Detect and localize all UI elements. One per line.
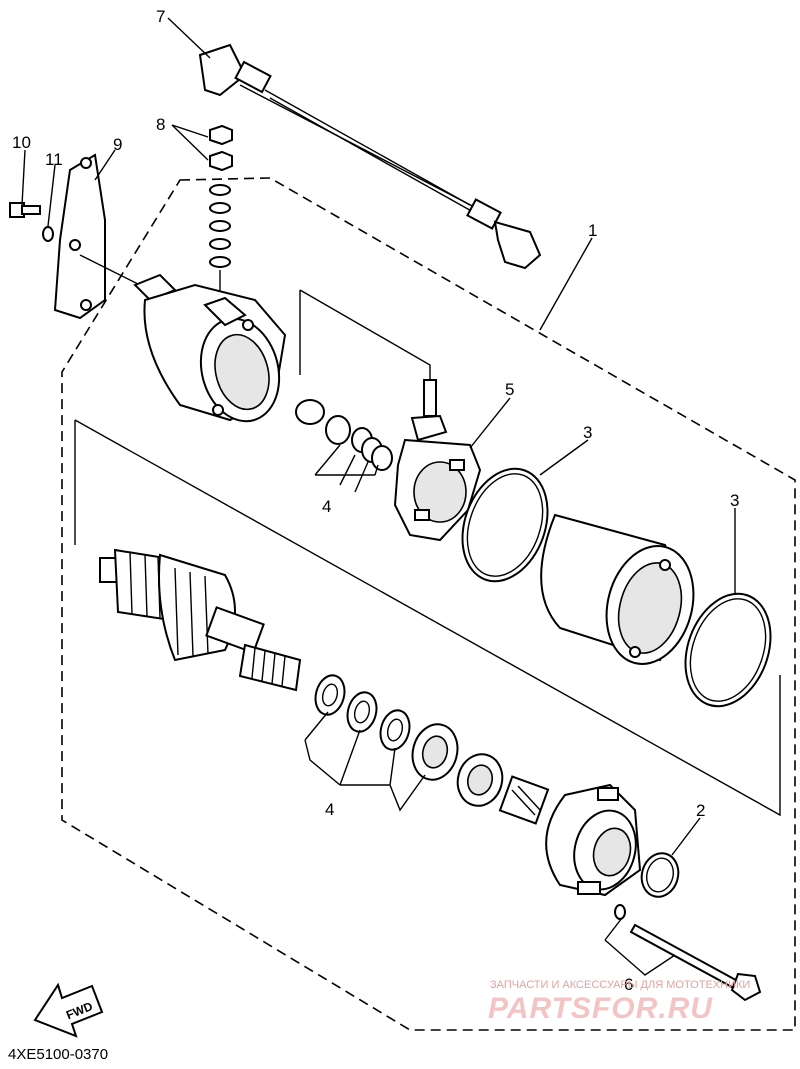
bearing xyxy=(456,753,504,807)
front-cover xyxy=(133,273,287,423)
rear-o-ring-inner xyxy=(645,857,675,893)
lower-shim-set xyxy=(314,674,459,781)
callout-2: 2 xyxy=(696,801,705,820)
lower-shim-callout-lines xyxy=(304,711,426,812)
callout-4a: 4 xyxy=(322,497,331,516)
o-ring-rear xyxy=(684,592,772,708)
callout-8: 8 xyxy=(156,115,165,134)
rear-o-ring xyxy=(640,852,680,898)
o-ring-front-inner xyxy=(466,473,544,577)
watermark-brand: PARTSFOR.RU xyxy=(488,992,713,1025)
brush-holder-plate xyxy=(393,438,482,542)
leader-2 xyxy=(671,817,701,856)
leader-5 xyxy=(469,397,511,449)
needle-bearing xyxy=(498,775,550,825)
nut-stack xyxy=(209,124,233,300)
bolt-callout-lines xyxy=(604,917,676,976)
terminal-guide-line xyxy=(299,289,431,385)
leader-7 xyxy=(167,17,211,59)
leader-3a xyxy=(539,439,589,476)
leader-8 xyxy=(171,124,209,161)
callout-4b: 4 xyxy=(325,800,334,819)
through-bolt xyxy=(629,923,762,1002)
callout-10: 10 xyxy=(12,133,31,152)
leader-1 xyxy=(539,237,593,331)
callout-3b: 3 xyxy=(730,491,739,510)
yoke-housing xyxy=(540,513,695,665)
armature xyxy=(99,548,302,692)
small-o-ring xyxy=(614,904,626,920)
rear-cover xyxy=(545,783,642,897)
watermark-tagline: ЗАПЧАСТИ И АКСЕССУАРЫ ДЛЯ МОТОТЕХНИКИ xyxy=(490,979,750,991)
callout-9: 9 xyxy=(113,135,122,154)
terminal-bolt xyxy=(410,379,448,442)
callout-6: 6 xyxy=(624,975,633,994)
leader-11 xyxy=(47,164,56,227)
starter-cable xyxy=(198,43,542,270)
callout-3a: 3 xyxy=(583,423,592,442)
leader-10 xyxy=(21,149,26,206)
callout-5: 5 xyxy=(505,380,514,399)
o-ring-rear-inner xyxy=(689,598,767,702)
callout-11: 11 xyxy=(45,150,63,169)
upper-shim-callout-lines xyxy=(314,444,379,493)
o-ring-front xyxy=(461,467,549,583)
assembly-guide-line xyxy=(74,419,781,817)
lock-washer xyxy=(42,226,54,242)
mount-bracket xyxy=(53,153,106,320)
fwd-arrow: FWD xyxy=(33,982,104,1038)
diagram-code: 4XE5100-0370 xyxy=(8,1046,109,1063)
leader-9 xyxy=(94,149,116,181)
brush-spring-set xyxy=(295,399,393,471)
callout-7: 7 xyxy=(156,7,165,26)
bracket-bolt xyxy=(9,202,41,218)
callout-1: 1 xyxy=(588,221,597,240)
